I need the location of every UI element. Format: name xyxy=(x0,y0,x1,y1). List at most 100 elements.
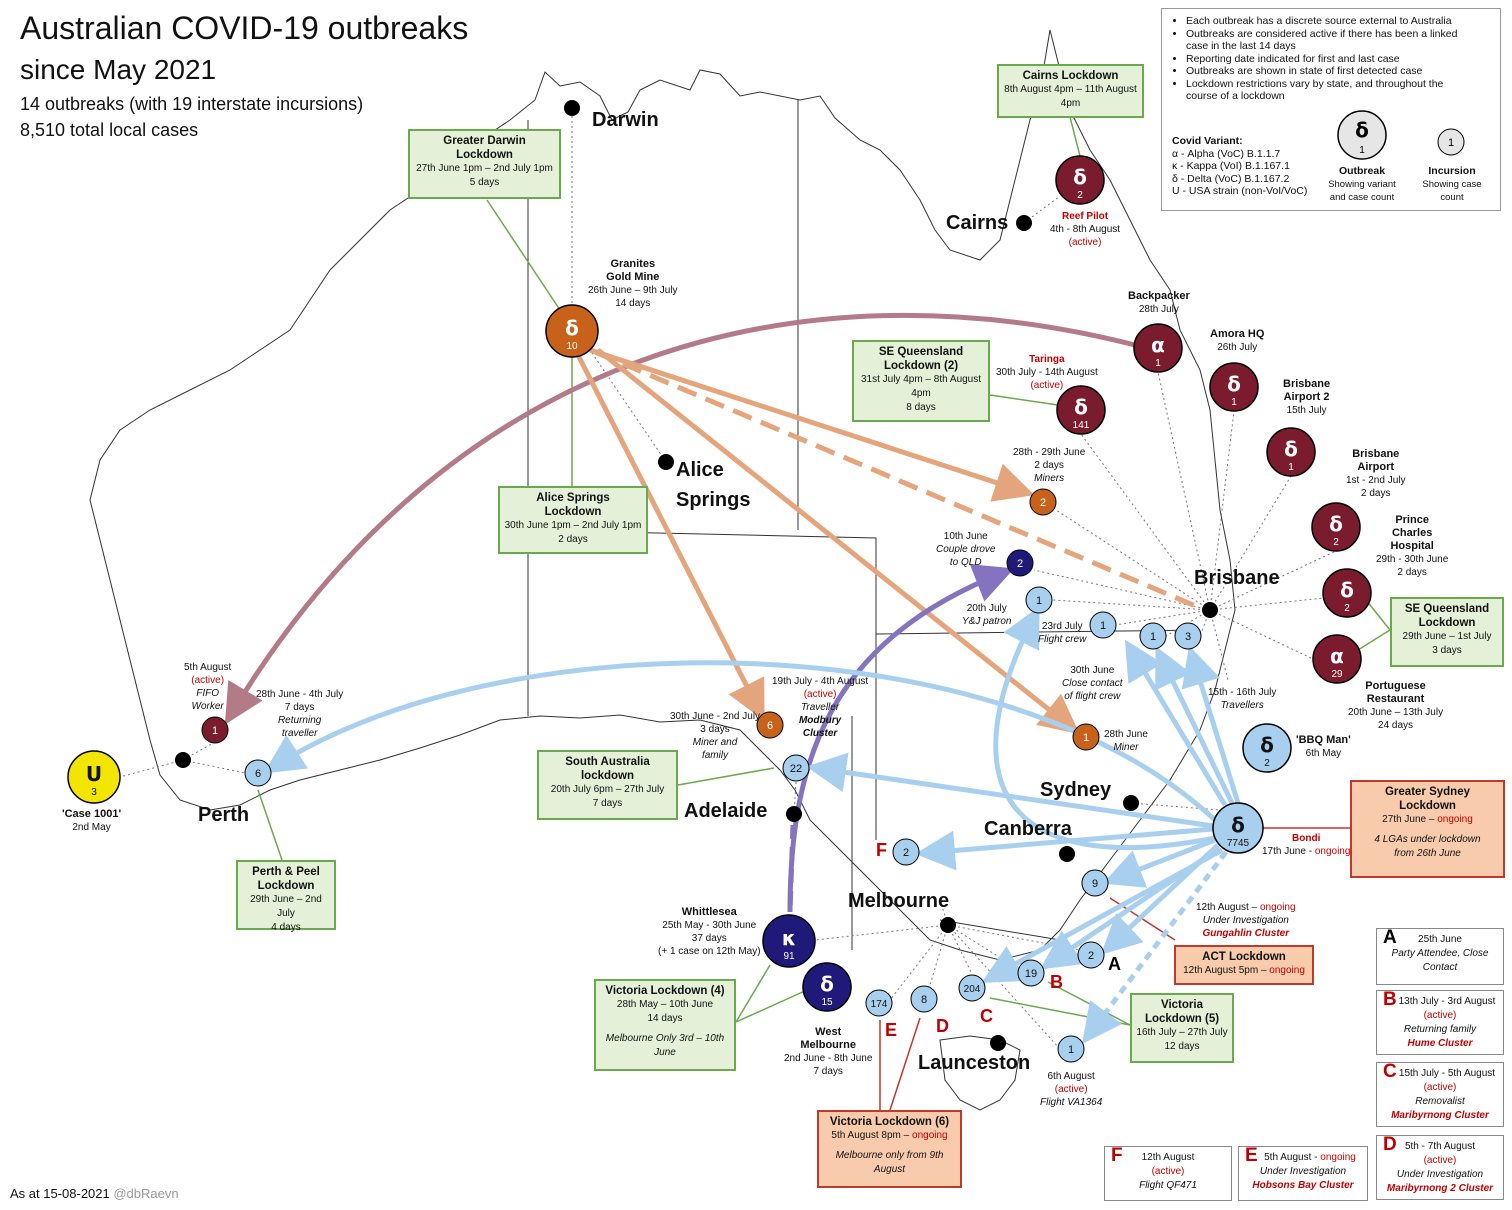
svg-text:1: 1 xyxy=(1359,145,1365,156)
lockdown-vic5: Victoria Lockdown (5)16th July – 27th Ju… xyxy=(1130,993,1234,1063)
svg-text:2: 2 xyxy=(1017,558,1023,570)
outbreak-amora: δ1 xyxy=(1209,362,1259,412)
svg-text:δ: δ xyxy=(1355,118,1369,142)
outbreak-westmel: δ15 xyxy=(802,962,852,1012)
outbreak-granites: δ10 xyxy=(545,304,599,358)
legend-bullet: Lockdown restrictions vary by state, and… xyxy=(1186,78,1476,103)
svg-text:15: 15 xyxy=(821,997,833,1008)
footer: As at 15-08-2021 @dbRaevn xyxy=(10,1186,179,1201)
incursion: 1 xyxy=(1139,622,1167,650)
svg-text:1: 1 xyxy=(1150,631,1156,643)
tasmania xyxy=(939,1035,1021,1111)
svg-text:2: 2 xyxy=(903,847,909,859)
letter-markers: F E D C B A xyxy=(876,840,1121,1040)
svg-text:141: 141 xyxy=(1073,420,1090,431)
page-title: Australian COVID-19 outbreaks xyxy=(20,10,469,46)
svg-text:2: 2 xyxy=(1264,758,1270,769)
svg-text:δ: δ xyxy=(565,316,579,340)
marker-F: F xyxy=(876,840,887,860)
label-case1001: 'Case 1001'2nd May xyxy=(62,808,122,833)
incursion: 8 xyxy=(910,985,938,1013)
svg-text:1: 1 xyxy=(1231,397,1237,408)
city-launceston: Launceston xyxy=(918,1052,1031,1074)
city-cairns: Cairns xyxy=(946,212,1009,234)
svg-text:2: 2 xyxy=(1077,190,1083,201)
incursion: 22 xyxy=(782,754,810,782)
svg-text:6: 6 xyxy=(255,768,261,780)
incursion: 1 xyxy=(1057,1035,1085,1063)
legend: Each outbreak has a discrete source exte… xyxy=(1161,8,1501,211)
incursion: 6 xyxy=(756,711,784,739)
svg-text:9: 9 xyxy=(1092,878,1098,890)
lockdown-vic6: Victoria Lockdown (6)5th August 8pm – on… xyxy=(817,1110,962,1188)
svg-text:2: 2 xyxy=(1344,603,1350,614)
svg-text:2: 2 xyxy=(1040,497,1046,509)
svg-text:19: 19 xyxy=(1025,968,1037,980)
incursion: 1 xyxy=(1025,586,1053,614)
svg-text:U: U xyxy=(86,762,102,786)
label-va1364: 6th August(active)Flight VA1364 xyxy=(1040,1071,1103,1108)
legend-bullet: Outbreaks are considered active if there… xyxy=(1186,28,1476,53)
incursion: 174 xyxy=(865,989,893,1017)
svg-text:22: 22 xyxy=(790,763,802,775)
city-alice: Alice xyxy=(676,459,724,481)
svg-text:δ: δ xyxy=(1260,733,1274,757)
svg-text:1: 1 xyxy=(1036,595,1042,607)
svg-text:1: 1 xyxy=(1155,358,1161,369)
svg-text:204: 204 xyxy=(964,984,981,995)
incursion: 2 xyxy=(1077,941,1105,969)
outbreak-backpacker: α1 xyxy=(1133,323,1183,373)
svg-text:α: α xyxy=(1151,333,1165,357)
svg-text:δ: δ xyxy=(820,972,834,996)
marker-A: A xyxy=(1108,954,1121,974)
incursion: 1 xyxy=(201,716,229,744)
outbreak-whittlesea: κ91 xyxy=(762,914,816,968)
svg-text:1: 1 xyxy=(212,725,218,737)
variant-list: Covid Variant: α - Alpha (VoC) B.1.1.7 κ… xyxy=(1172,135,1308,197)
marker-B: B xyxy=(1050,972,1063,992)
page-subtitle: since May 2021 xyxy=(20,54,217,85)
svg-text:3: 3 xyxy=(91,787,97,798)
svg-text:29: 29 xyxy=(1331,669,1343,680)
incursion: 6 xyxy=(244,759,272,787)
city-dots xyxy=(175,100,1218,1051)
spread-arrows xyxy=(224,312,1241,1044)
marker-C: C xyxy=(980,1006,993,1026)
svg-text:δ: δ xyxy=(1284,437,1298,461)
svg-text:δ: δ xyxy=(1329,512,1343,536)
svg-text:δ: δ xyxy=(1073,165,1087,189)
svg-text:1: 1 xyxy=(1100,620,1106,632)
outbreak-prince: δ2 xyxy=(1322,568,1372,618)
legend-bullet: Each outbreak has a discrete source exte… xyxy=(1186,15,1476,28)
svg-text:10: 10 xyxy=(566,341,578,352)
city-melbourne: Melbourne xyxy=(848,890,950,912)
